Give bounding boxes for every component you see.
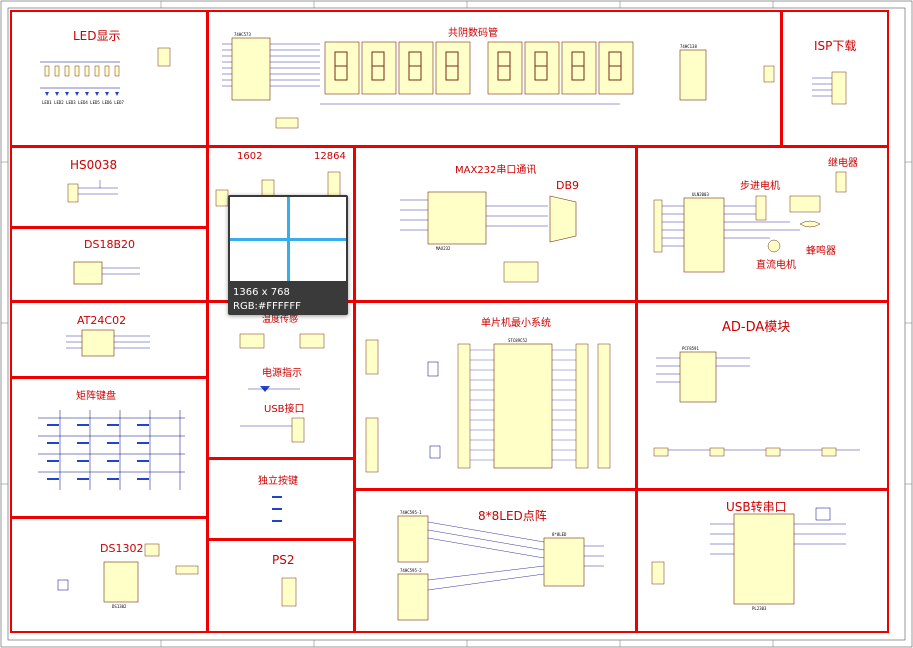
title-isp: ISP下载	[814, 39, 856, 53]
ds1302-chip-label: DS1302	[112, 604, 127, 609]
pcf8591-chip-label: PCF8591	[682, 346, 699, 351]
title-ps2: PS2	[272, 553, 295, 567]
title-ds18: DS18B20	[84, 238, 135, 251]
power-section-parts	[239, 333, 325, 443]
key-switches	[272, 496, 282, 522]
title-max: MAX232串口通讯	[455, 164, 536, 176]
color-picker-tooltip: 1366 x 768 RGB:#FFFFFF	[228, 195, 348, 315]
latch-chip-label: 74HC573	[234, 32, 251, 37]
shift2-chip-label: 74HC595-2	[400, 568, 422, 573]
screen-size-text: 1366 x 768	[233, 287, 290, 298]
uln2003-chip-label: ULN2003	[692, 192, 709, 197]
title-adda: AD-DA模块	[722, 320, 790, 335]
magnifier-view	[230, 197, 346, 281]
title-lcd-b: 12864	[314, 151, 346, 162]
title-mcu: 单片机最小系统	[481, 316, 551, 329]
title-dcmotor: 直流电机	[756, 258, 796, 271]
seven-segment-glyphs	[334, 51, 622, 81]
uln2003-chip: ULN2003	[653, 171, 847, 273]
max232-chip-label: MAX232	[436, 246, 451, 251]
mcu-chip-label: STC89C52	[508, 338, 528, 343]
pl2303-chip: PL2303	[651, 507, 846, 611]
title-stepper: 步进电机	[740, 179, 780, 192]
title-at24: AT24C02	[77, 314, 126, 327]
title-db9: DB9	[556, 179, 579, 192]
isp-header	[812, 71, 847, 105]
at24c02-chip	[66, 329, 150, 357]
title-power: 电源指示	[262, 366, 302, 379]
led-resistor-array: LED1 LED2 LED3 LED4 LED5 LED6 LED7	[40, 47, 171, 105]
rgb-value-text: RGB:#FFFFFF	[233, 301, 301, 312]
mcu-chip: STC89C52	[365, 338, 611, 473]
title-usbser: USB转串口	[726, 499, 787, 514]
matrix-keypad	[38, 410, 185, 490]
title-keypad: 矩阵键盘	[76, 389, 116, 402]
latch-chip: 74HC573	[222, 32, 620, 129]
svg-text:LED1 LED2 LED3 LED4 LED5 LED6: LED1 LED2 LED3 LED4 LED5 LED6 LED7	[42, 100, 124, 105]
frame-power	[207, 301, 355, 459]
decoder-chip: 74HC138	[679, 44, 775, 101]
frame-keys	[207, 458, 355, 540]
title-usbport: USB接口	[264, 402, 305, 415]
section-titles: LED显示 共阴数码管 ISP下载 HS0038 1602 12864 MAX2…	[70, 26, 858, 567]
title-buzzer: 蜂鸣器	[806, 244, 836, 257]
ds18b20-chip	[73, 261, 140, 285]
pcf8591-chip: PCF8591	[653, 346, 860, 457]
shift1-chip-label: 74HC595-1	[400, 510, 422, 515]
title-temp: 温度传感	[262, 313, 298, 325]
pl2303-chip-label: PL2303	[752, 606, 767, 611]
title-ds1302: DS1302	[100, 542, 143, 555]
ps2-connector	[281, 577, 297, 607]
shift-register-chips: 74HC595-1 74HC595-2 8*8LED	[397, 510, 604, 621]
seven-segment-displays	[324, 41, 634, 95]
title-matrix: 8*8LED点阵	[478, 509, 547, 523]
title-led: LED显示	[73, 29, 121, 43]
max232-chip: MAX232	[400, 191, 577, 283]
frame-motor	[636, 146, 889, 302]
frame-usbser	[636, 489, 889, 633]
title-seg: 共阴数码管	[448, 26, 498, 39]
decoder-chip-label: 74HC138	[680, 44, 697, 49]
title-keys: 独立按键	[258, 474, 298, 487]
crosshair-horizontal	[230, 238, 346, 241]
keypad-switches	[47, 424, 149, 480]
ir-receiver	[67, 180, 118, 203]
ds1302-chip: DS1302	[57, 543, 199, 609]
title-hs: HS0038	[70, 158, 117, 172]
title-relay: 继电器	[828, 156, 858, 169]
title-lcd-a: 1602	[237, 151, 262, 162]
led8x8-chip-label: 8*8LED	[552, 532, 567, 537]
